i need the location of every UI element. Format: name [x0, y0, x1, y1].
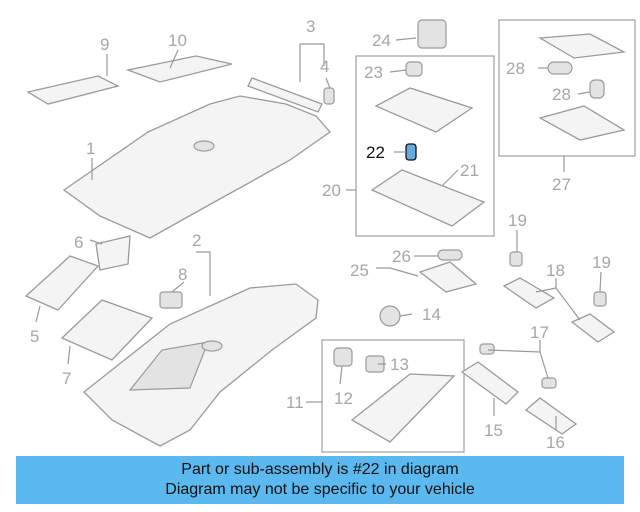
- frame-7: [60, 299, 154, 361]
- grab-handle-16: [524, 397, 578, 435]
- parts-diagram: 1 2 3 4 5 6 7 8 9 10 11 12 13 14 15 16 1…: [24, 17, 636, 453]
- console-21: [370, 169, 486, 227]
- headliner-1: [62, 95, 331, 239]
- callout-7: 7: [62, 369, 71, 388]
- callout-17: 17: [530, 323, 549, 342]
- callout-19b: 19: [592, 253, 611, 272]
- bulb-28a: [547, 61, 573, 75]
- info-banner: Part or sub-assembly is #22 in diagram D…: [16, 456, 624, 504]
- handle-18a: [502, 277, 556, 309]
- end-cap-17a: [479, 343, 495, 355]
- callout-2: 2: [192, 231, 201, 250]
- callout-3: 3: [306, 17, 315, 36]
- assembly-box-20: [355, 55, 495, 237]
- leader-lines: [35, 37, 602, 430]
- callout-27: 27: [552, 175, 571, 194]
- lamp-25: [418, 261, 478, 293]
- callout-16: 16: [546, 433, 565, 452]
- bulb-22-highlighted: [405, 143, 417, 161]
- callout-19a: 19: [508, 211, 527, 230]
- callout-22-highlighted: 22: [366, 143, 385, 162]
- callout-23: 23: [364, 63, 383, 82]
- callout-20: 20: [322, 181, 341, 200]
- headliner-2: [83, 283, 319, 447]
- callout-14: 14: [422, 305, 441, 324]
- panel-9: [26, 75, 120, 105]
- callout-9: 9: [100, 35, 109, 54]
- callout-10: 10: [168, 31, 187, 50]
- tray-5: [24, 255, 100, 311]
- fastener-14: [379, 305, 401, 327]
- sun-visor-11: [350, 373, 456, 443]
- assembly-box-11: [321, 339, 465, 453]
- callout-25: 25: [350, 261, 369, 280]
- clip-12: [333, 347, 353, 367]
- clip-4: [323, 87, 335, 105]
- callout-15: 15: [484, 421, 503, 440]
- callout-28b: 28: [552, 85, 571, 104]
- callout-5: 5: [30, 327, 39, 346]
- lamp-24: [417, 19, 447, 49]
- clip-8: [159, 291, 183, 309]
- callout-11: 11: [286, 393, 304, 412]
- banner-line-2: Diagram may not be specific to your vehi…: [165, 481, 475, 498]
- callout-28a: 28: [506, 59, 525, 78]
- bracket-6: [95, 235, 131, 271]
- bolt-19a: [509, 251, 523, 267]
- callout-26: 26: [392, 247, 411, 266]
- callout-13: 13: [390, 355, 409, 374]
- lamp-27-lower: [538, 105, 626, 141]
- bulb-26: [437, 249, 463, 261]
- callout-4: 4: [320, 57, 329, 76]
- banner-line-1: Part or sub-assembly is #22 in diagram: [181, 461, 459, 478]
- roof-rail-3: [247, 77, 323, 113]
- panel-10: [125, 55, 233, 83]
- bulb-28b: [589, 79, 605, 99]
- callout-18: 18: [546, 261, 565, 280]
- callout-21: 21: [460, 161, 479, 180]
- cap-23: [405, 61, 423, 77]
- callout-1: 1: [86, 139, 95, 158]
- assembly-box-27: [498, 19, 636, 157]
- headliner-2-cutout: [201, 340, 223, 352]
- callout-12: 12: [334, 389, 353, 408]
- callout-24: 24: [372, 31, 391, 50]
- end-cap-17b: [541, 377, 557, 389]
- callout-8: 8: [178, 265, 187, 284]
- callout-6: 6: [74, 233, 83, 252]
- grab-handle-15: [460, 361, 519, 405]
- lamp-27-upper: [537, 33, 627, 59]
- handle-18b: [570, 313, 616, 343]
- headliner-1-cutout: [193, 140, 215, 152]
- console-upper: [374, 87, 474, 133]
- bolt-19b: [593, 291, 607, 307]
